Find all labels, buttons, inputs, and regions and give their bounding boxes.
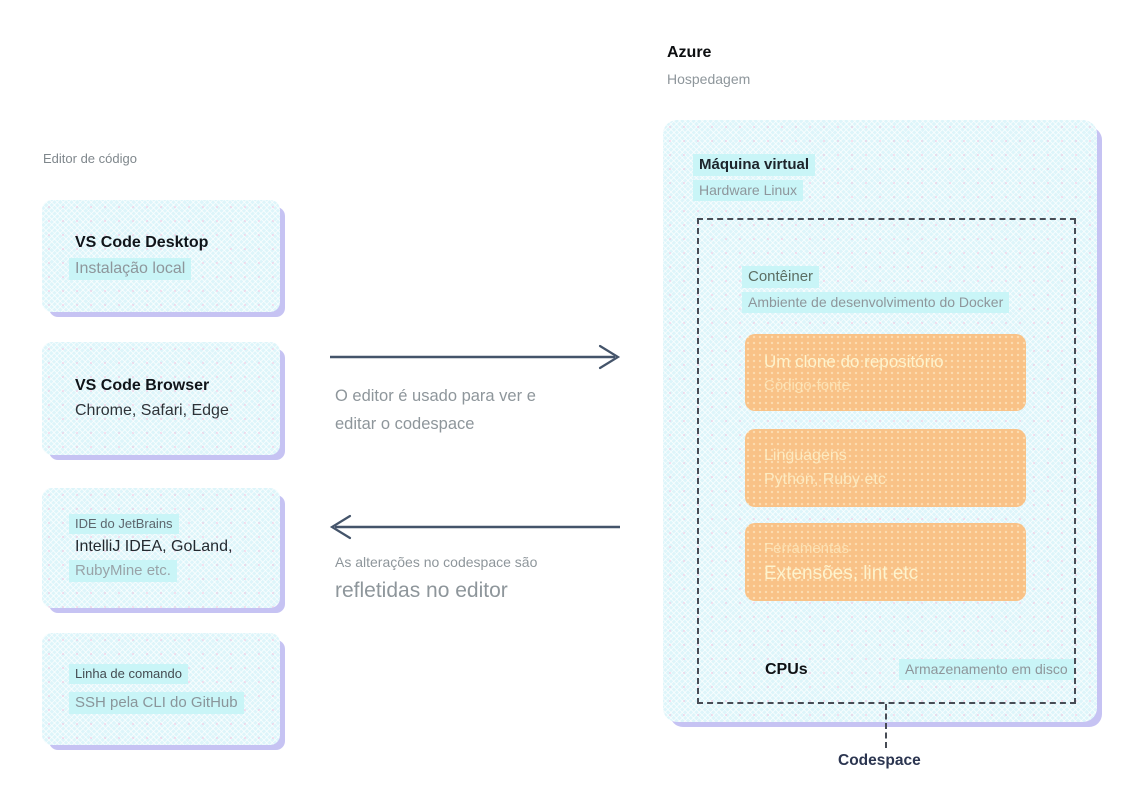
vm-title: Máquina virtual xyxy=(693,154,816,176)
tools-subtitle: Extensões, lint etc xyxy=(764,562,919,584)
container-subtitle: Ambiente de desenvolvimento do Docker xyxy=(742,292,1010,313)
caption-line-1: O editor é usado para ver e xyxy=(335,387,536,405)
vm-subtitle: Hardware Linux xyxy=(693,180,804,201)
vscode-browser-box: VS Code Browser Chrome, Safari, Edge xyxy=(42,342,280,455)
repo-clone-subtitle: Código-fonte xyxy=(764,376,850,394)
vscode-desktop-subtitle: Instalação local xyxy=(69,257,192,280)
azure-title: Azure xyxy=(667,44,712,61)
vscode-desktop-box: VS Code Desktop Instalação local xyxy=(42,200,280,312)
jetbrains-title: IntelliJ IDEA, GoLand, xyxy=(75,537,233,555)
editor-column-label: Editor de código xyxy=(43,151,137,166)
languages-box: Linguagens Python, Ruby etc xyxy=(745,429,1026,507)
codespace-to-editor-arrow xyxy=(329,514,620,540)
codespace-connector-line xyxy=(885,704,887,748)
azure-subtitle: Hospedagem xyxy=(667,71,751,87)
codespace-to-editor-caption-line1: As alterações no codespace são xyxy=(335,554,538,570)
caption-line-2: editar o codespace xyxy=(335,415,475,433)
repo-clone-title: Um clone do repositório xyxy=(764,351,944,371)
container-dashed-border xyxy=(697,218,1076,704)
languages-subtitle: Python, Ruby etc xyxy=(764,471,886,488)
vscode-browser-subtitle: Chrome, Safari, Edge xyxy=(75,402,229,419)
vscode-desktop-title: VS Code Desktop xyxy=(75,234,209,252)
jetbrains-box: IDE do JetBrains IntelliJ IDEA, GoLand, … xyxy=(42,488,280,608)
command-line-subtitle: SSH pela CLI do GitHub xyxy=(69,691,244,714)
tools-title: Ferramentas xyxy=(764,539,850,557)
storage-label: Armazenamento em disco xyxy=(899,659,1074,680)
virtual-machine-panel xyxy=(663,120,1097,722)
editor-to-codespace-arrow xyxy=(330,344,621,370)
repo-clone-box: Um clone do repositório Código-fonte xyxy=(745,334,1026,411)
editor-to-codespace-caption: O editor é usado para ver e editar o cod… xyxy=(335,382,536,438)
command-line-box: Linha de comando SSH pela CLI do GitHub xyxy=(42,633,280,745)
jetbrains-label: IDE do JetBrains xyxy=(69,513,179,534)
cpus-label: CPUs xyxy=(765,661,808,678)
jetbrains-subtitle: RubyMine etc. xyxy=(69,560,177,583)
tools-box: Ferramentas Extensões, lint etc xyxy=(745,523,1026,601)
codespace-to-editor-caption-line2: refletidas no editor xyxy=(335,579,508,602)
codespace-label: Codespace xyxy=(838,752,921,769)
vscode-browser-title: VS Code Browser xyxy=(75,376,210,394)
languages-title: Linguagens xyxy=(764,447,847,464)
command-line-label: Linha de comando xyxy=(69,663,188,684)
container-title: Contêiner xyxy=(742,266,820,288)
